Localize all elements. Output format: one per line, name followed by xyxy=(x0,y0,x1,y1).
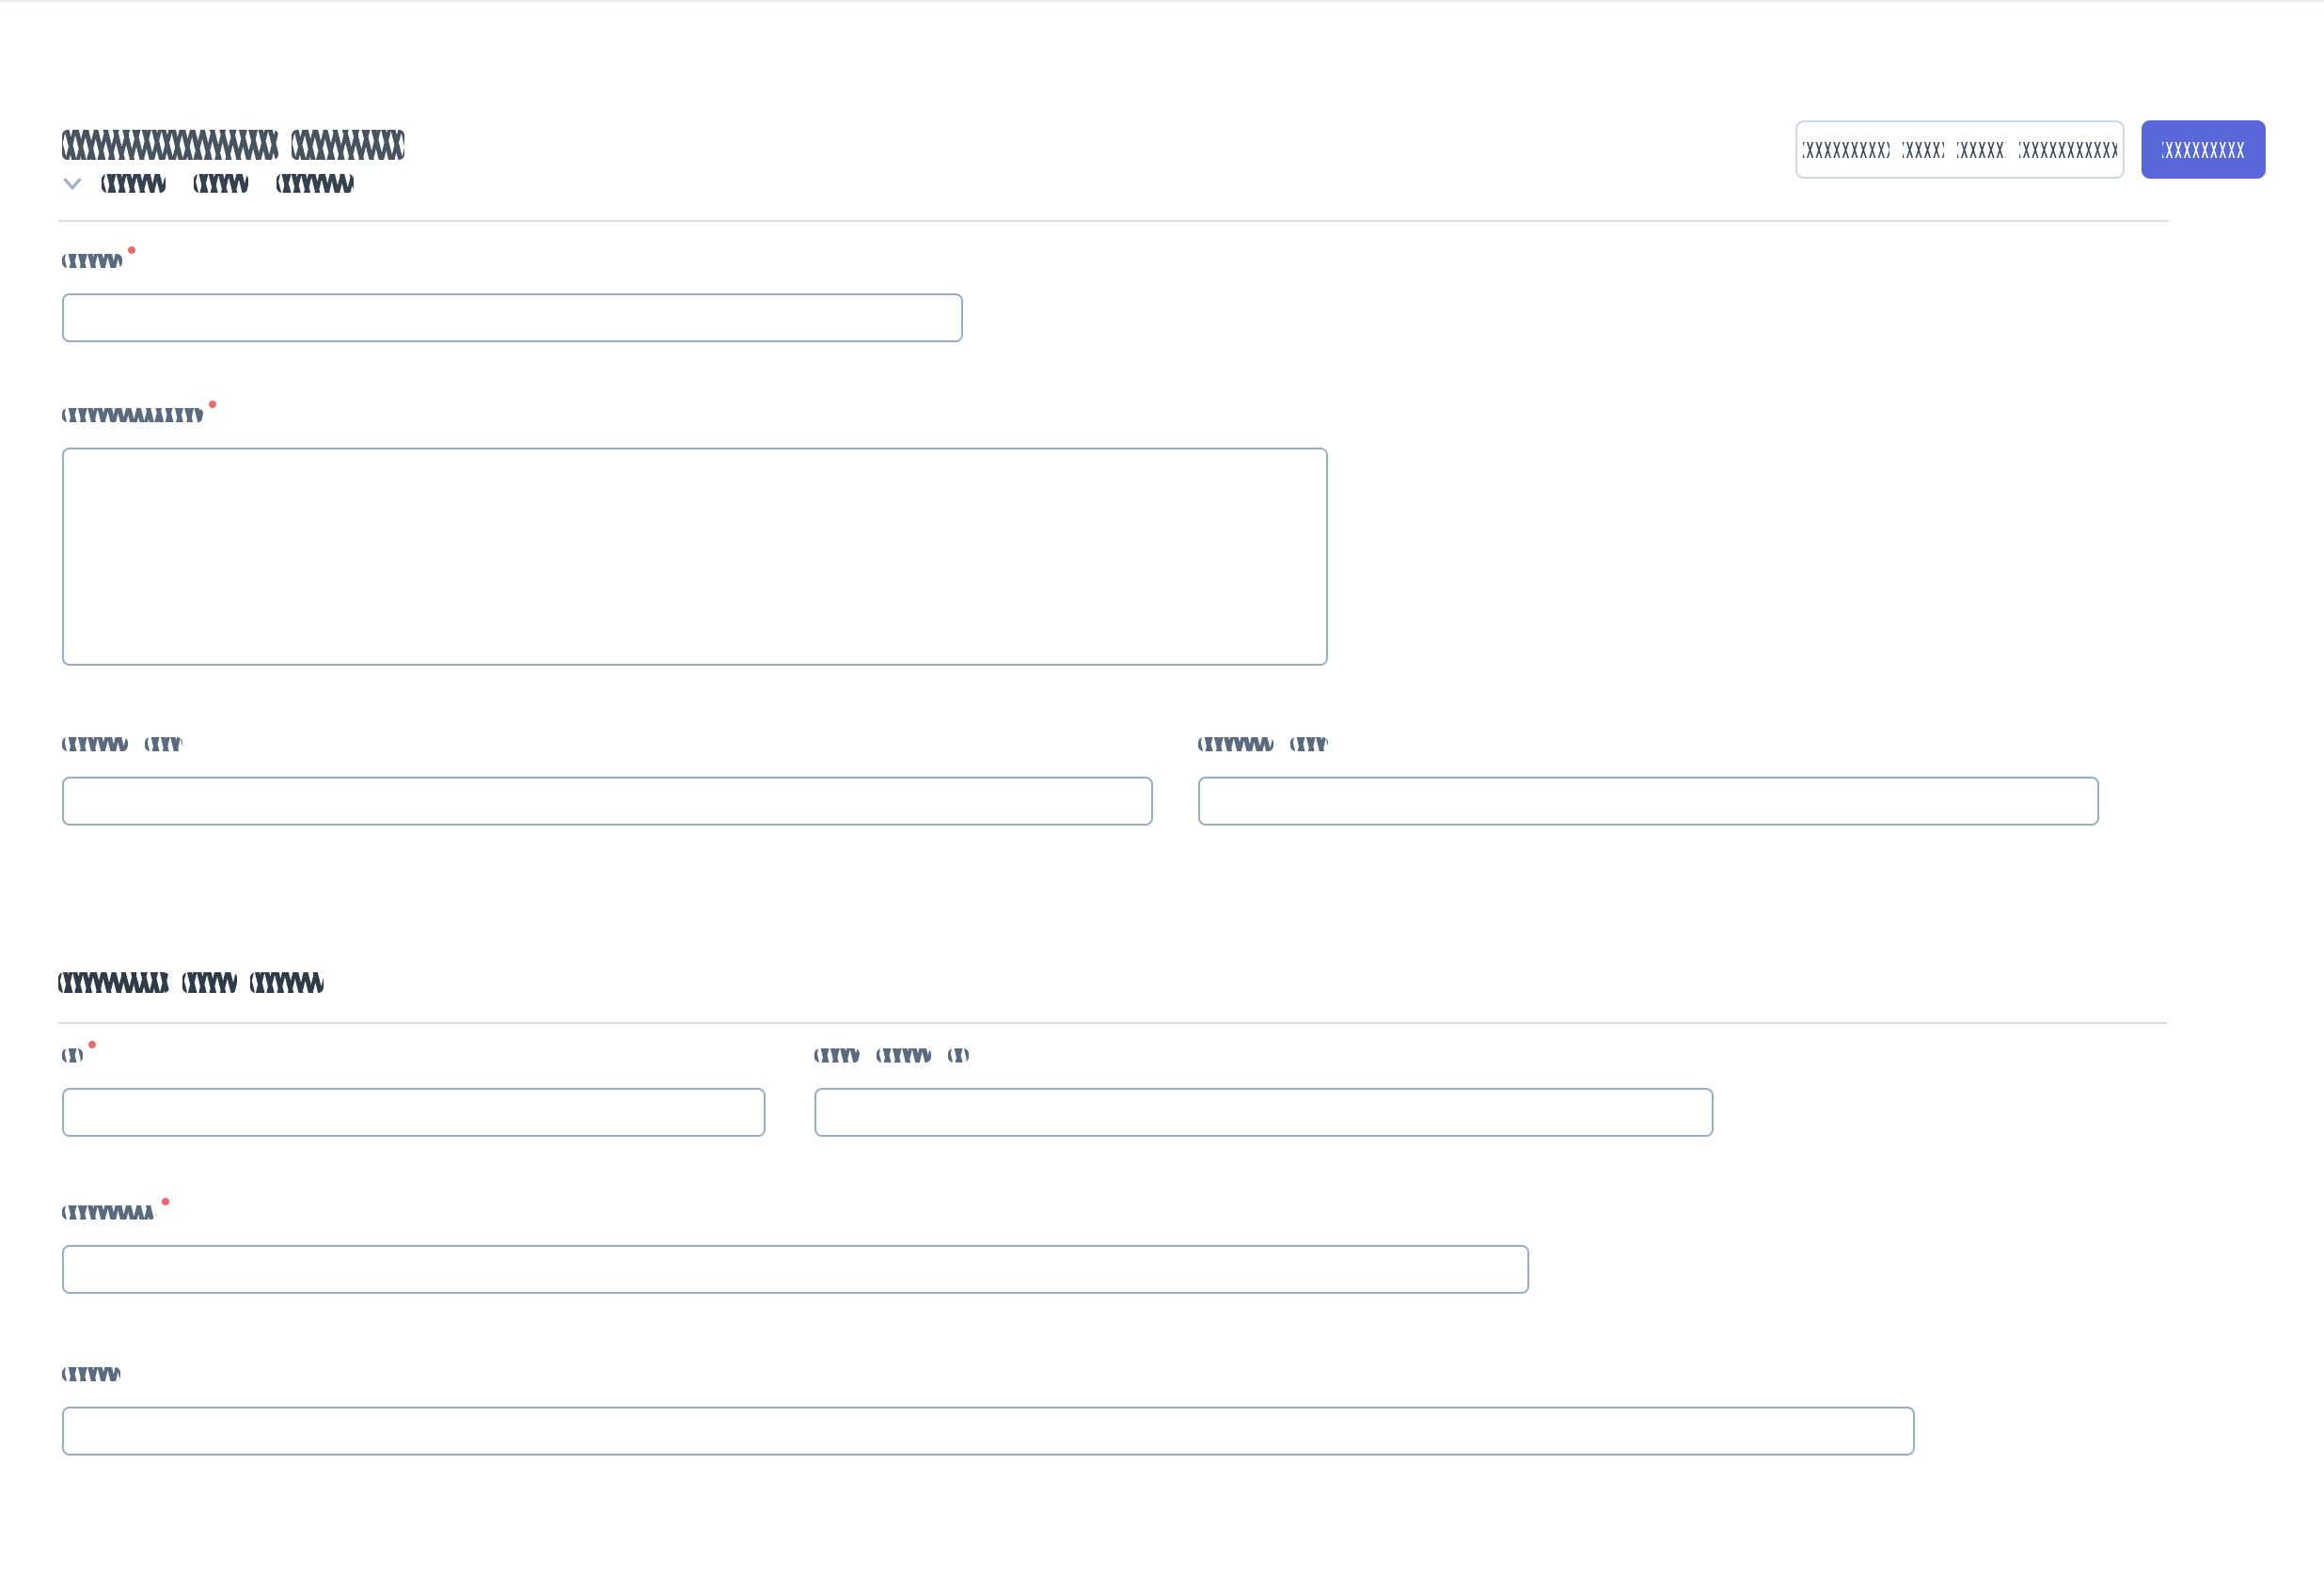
field-id-extra xyxy=(814,1048,1714,1137)
field-start-row-b-input[interactable] xyxy=(1198,777,2099,826)
redacted-text xyxy=(62,1205,156,1220)
chevron-down-icon xyxy=(63,178,82,190)
section-2-divider xyxy=(58,1022,2168,1024)
redacted-text xyxy=(814,1048,860,1062)
field-notes-label xyxy=(62,1367,1915,1382)
redacted-text xyxy=(194,174,248,193)
redacted-text xyxy=(62,130,278,160)
redacted-text xyxy=(2162,141,2245,158)
field-id-input[interactable] xyxy=(62,1088,766,1137)
field-notes xyxy=(62,1367,1915,1456)
redacted-text xyxy=(292,130,404,160)
field-name-input[interactable] xyxy=(62,293,963,342)
redacted-text xyxy=(1903,141,1944,158)
redacted-text xyxy=(1198,737,1273,751)
field-description-textarea[interactable] xyxy=(62,448,1328,666)
required-indicator-icon xyxy=(88,1041,96,1048)
redacted-text xyxy=(182,972,237,993)
redacted-text xyxy=(1957,141,2006,158)
primary-button[interactable] xyxy=(2142,120,2266,179)
redacted-text xyxy=(1803,141,1889,158)
redacted-text xyxy=(877,1048,931,1062)
field-description xyxy=(62,401,1328,666)
field-address-input[interactable] xyxy=(62,1245,1529,1294)
section-2-heading xyxy=(58,972,324,993)
field-name xyxy=(62,246,963,342)
secondary-button[interactable] xyxy=(1795,120,2125,179)
field-id xyxy=(62,1041,766,1137)
field-id-label xyxy=(62,1041,766,1063)
page-header xyxy=(0,58,2324,179)
field-start-row-b xyxy=(1198,737,2099,826)
redacted-text xyxy=(1290,737,1328,751)
field-name-label xyxy=(62,246,963,269)
required-indicator-icon xyxy=(128,246,135,254)
redacted-text xyxy=(250,972,324,993)
page-title xyxy=(62,130,404,164)
field-notes-input[interactable] xyxy=(62,1407,1915,1456)
field-start-row-a xyxy=(62,737,1153,826)
field-id-extra-label xyxy=(814,1048,1714,1063)
redacted-text xyxy=(62,1048,83,1062)
required-indicator-icon xyxy=(209,401,216,408)
redacted-text xyxy=(948,1048,969,1062)
field-id-extra-input[interactable] xyxy=(814,1088,1714,1137)
redacted-text xyxy=(277,174,354,193)
section-1-toggle[interactable] xyxy=(58,169,354,197)
redacted-text xyxy=(58,972,169,993)
redacted-text xyxy=(62,737,128,751)
field-description-label xyxy=(62,401,1328,423)
required-indicator-icon xyxy=(162,1198,169,1205)
redacted-text xyxy=(2019,141,2117,158)
section-1-divider xyxy=(58,220,2168,222)
redacted-text xyxy=(102,174,166,193)
redacted-text xyxy=(62,408,203,422)
redacted-text xyxy=(62,1367,120,1381)
header-actions xyxy=(1795,120,2266,179)
redacted-text xyxy=(62,254,122,268)
field-address xyxy=(62,1198,1529,1294)
field-address-label xyxy=(62,1198,1529,1220)
field-start-row-a-label xyxy=(62,737,1153,752)
redacted-text xyxy=(145,737,182,751)
field-start-row-b-label xyxy=(1198,737,2099,752)
field-start-row-a-input[interactable] xyxy=(62,777,1153,826)
